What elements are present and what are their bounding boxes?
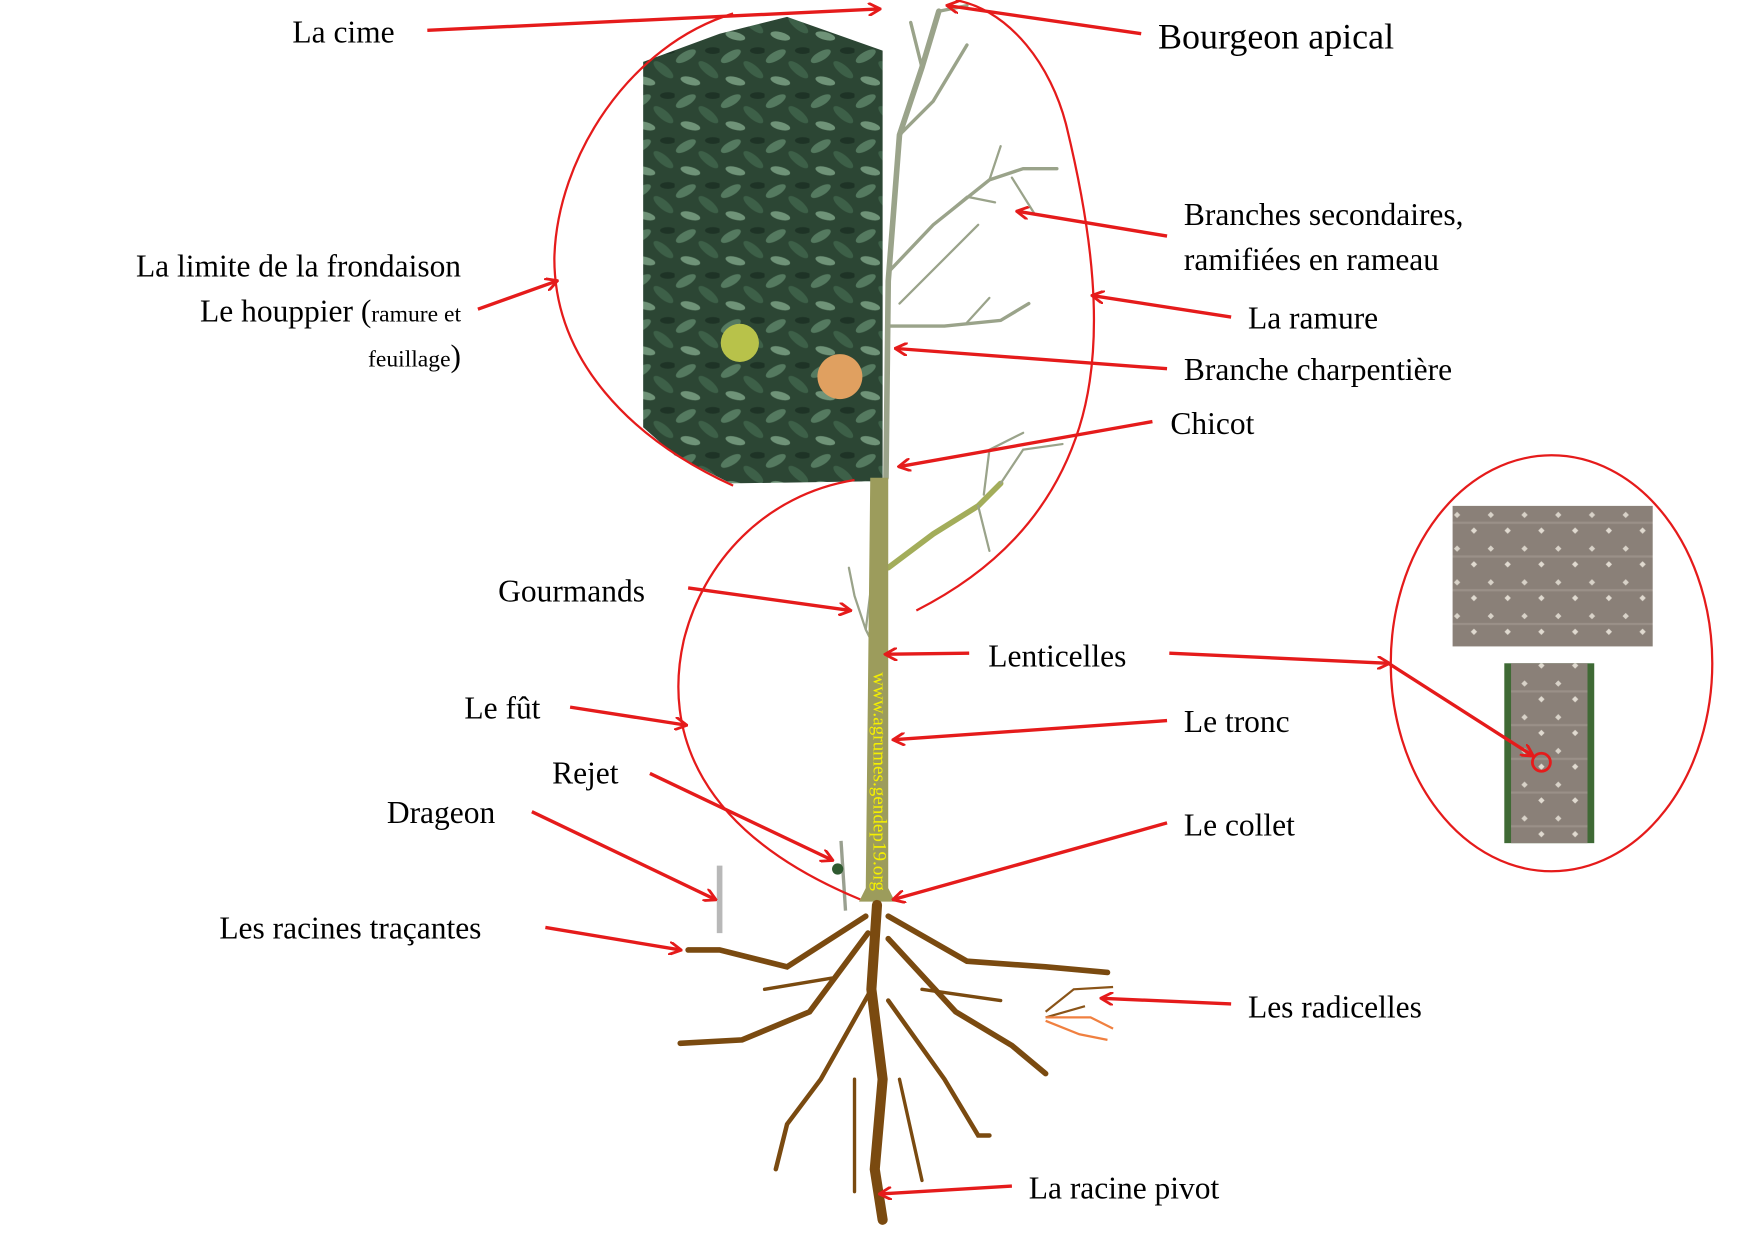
label-le-tronc: Le tronc [1184,704,1290,739]
pointer-arrows [427,6,1388,1194]
branches [847,3,1064,654]
foliage-image [643,16,883,484]
label-rejet: Rejet [552,756,619,791]
watermark: www.agrumes.gendep19.org [869,672,890,891]
ramure-outline [915,0,1096,612]
label-houppier: Le houppier (ramure et [200,294,461,329]
label-racines-tracantes: Les racines traçantes [219,911,481,946]
label-drageon: Drageon [387,795,496,830]
label-ramifiees-en-rameau: ramifiées en rameau [1184,242,1439,277]
label-bourgeon-apical: Bourgeon apical [1158,16,1394,56]
bark-closeup-image [1452,505,1653,647]
label-feuillage: feuillage) [368,338,461,373]
label-la-cime: La cime [292,15,394,50]
label-le-fut: Le fût [464,690,540,725]
roots [677,899,1114,1225]
fruit-icon [817,354,863,400]
label-lenticelles: Lenticelles [988,639,1126,674]
label-la-ramure: La ramure [1248,300,1378,335]
trunk: www.agrumes.gendep19.org [859,477,895,902]
label-limite-frondaison: La limite de la frondaison [136,249,461,284]
label-branches-secondaires: Branches secondaires, [1184,197,1464,232]
fruit-icon [720,323,759,362]
label-branche-charpentiere: Branche charpentière [1184,352,1452,387]
label-racine-pivot: La racine pivot [1029,1170,1220,1205]
label-le-collet: Le collet [1184,807,1295,842]
houppier-outline [553,12,734,487]
lenticelles-inset [1387,454,1714,873]
label-radicelles: Les radicelles [1248,989,1422,1024]
rejet-sprout [832,840,848,911]
fut-outline [677,478,861,901]
label-chicot: Chicot [1170,406,1254,441]
label-gourmands: Gourmands [498,573,645,608]
